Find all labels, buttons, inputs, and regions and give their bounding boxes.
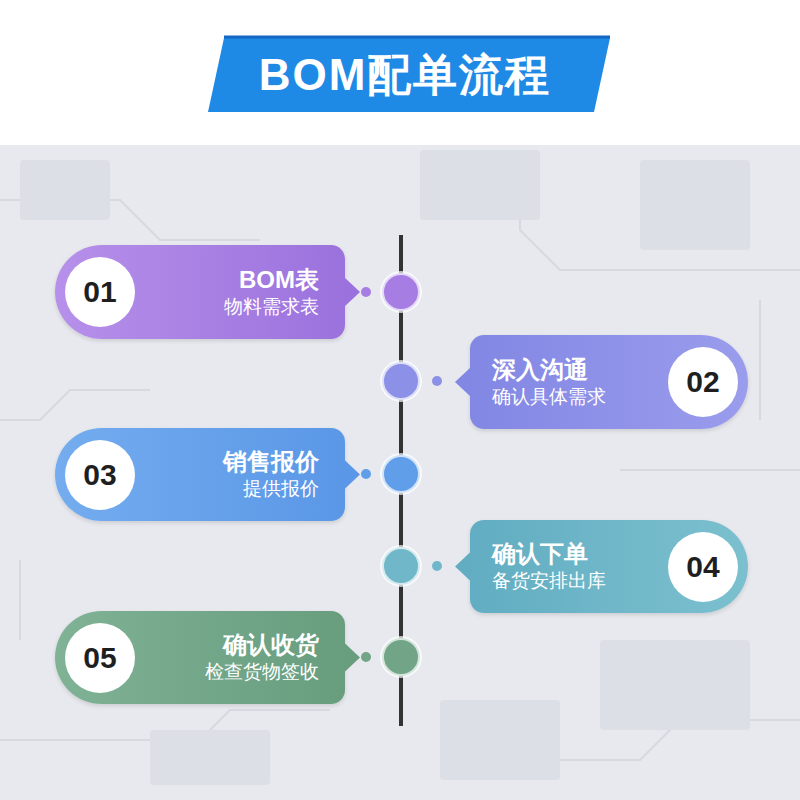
circuit-traces (0, 170, 800, 760)
top-band (0, 0, 800, 145)
callout-number: 01 (83, 275, 116, 309)
circuit-ground (0, 145, 800, 800)
step-heading: BOM表 (239, 265, 319, 295)
callout-number: 02 (686, 365, 719, 399)
step-box: 确认下单备货安排出库 04 (470, 520, 748, 613)
callout-number: 03 (83, 458, 116, 492)
step-box: 深入沟通确认具体需求 02 (470, 335, 748, 429)
diagram-title: BOM配单流程 (259, 46, 552, 105)
step-box: 销售报价提供报价 03 (55, 428, 345, 521)
timeline-dots (361, 273, 442, 676)
step-heading: 确认下单 (492, 539, 588, 569)
step-heading: 销售报价 (223, 447, 319, 477)
step-number-circle: 03 (65, 440, 135, 510)
step-note: 物料需求表 (224, 295, 319, 320)
step-note: 检查货物签收 (205, 660, 319, 685)
title-banner (208, 38, 610, 112)
step-box: 确认收货检查货物签收 05 (55, 611, 345, 704)
step-heading: 确认收货 (223, 630, 319, 660)
step-number-circle: 04 (668, 532, 738, 602)
title-rule (224, 36, 610, 39)
step-box: BOM表物料需求表 01 (55, 245, 345, 339)
step-number-circle: 05 (65, 623, 135, 693)
step-heading: 深入沟通 (492, 355, 588, 385)
callout-number: 04 (686, 550, 719, 584)
step-note: 确认具体需求 (492, 385, 606, 410)
step-number-circle: 01 (65, 257, 135, 327)
circuit-chips (20, 150, 750, 785)
callout-number: 05 (83, 641, 116, 675)
step-note: 提供报价 (243, 477, 319, 502)
step-number-circle: 02 (668, 347, 738, 417)
title-holder: BOM配单流程 (210, 40, 600, 110)
step-note: 备货安排出库 (492, 569, 606, 594)
